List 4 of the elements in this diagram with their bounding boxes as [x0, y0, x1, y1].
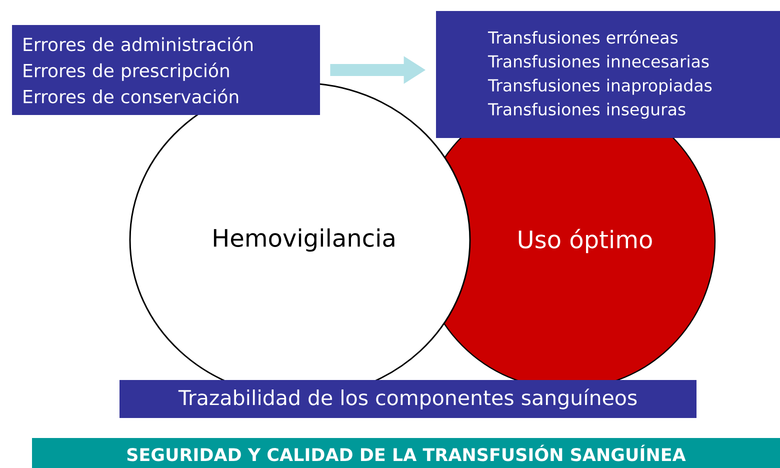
text-box: Transfusiones erróneas Transfusiones innecesarias Transfusiones inapropiadas Transfusiones inseguras	[436, 11, 780, 138]
text-box: Trazabilidad de los componentes sanguíneos	[120, 380, 696, 418]
text-box: Errores de administración Errores de prescripción Errores de conservación	[12, 25, 320, 115]
title-band: SEGURIDAD Y CALIDAD DE LA TRANSFUSIÓN SANGUÍNEA	[32, 438, 780, 468]
